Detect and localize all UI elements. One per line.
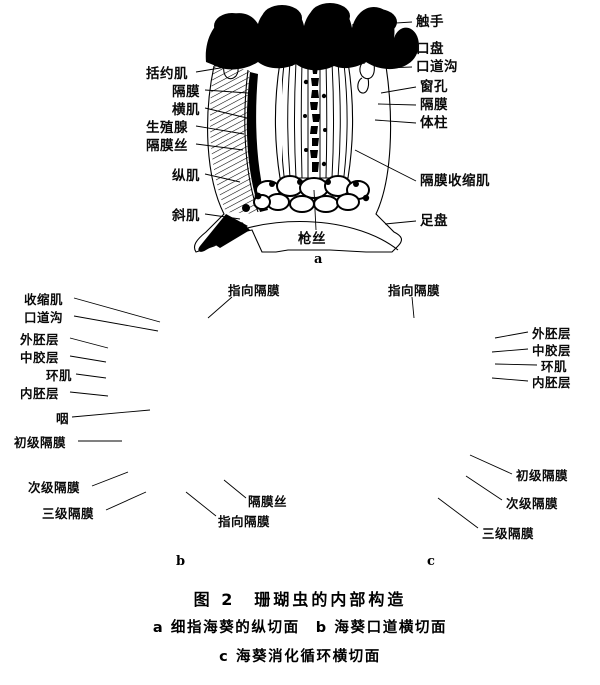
annotation-label: 环肌 (541, 359, 568, 374)
annotation-label: 内胚层 (532, 375, 572, 390)
leader-line (69, 337, 109, 349)
leader-line (465, 475, 503, 501)
annotation-label: 口道沟 (416, 59, 458, 75)
annotation-label: 指向隔膜 (388, 283, 441, 298)
annotation-label: 咽 (56, 411, 70, 426)
annotation-label: 斜肌 (172, 208, 200, 224)
annotation-label: 次级隔膜 (28, 480, 81, 495)
leader-line (195, 63, 245, 73)
panel-c-illustration (411, 296, 538, 529)
panel-b-illustration (69, 296, 247, 517)
leader-line (354, 149, 417, 182)
leader-line (313, 189, 317, 231)
annotation-label: 口道沟 (24, 310, 64, 325)
annotation-label: 口盘 (416, 41, 444, 57)
leader-line (105, 491, 147, 511)
annotation-label: 三级隔膜 (42, 506, 95, 521)
annotation-label: 足盘 (420, 213, 448, 229)
annotation-label: 收缩肌 (24, 292, 64, 307)
annotation-label: 外胚层 (532, 326, 572, 341)
panel-a-illustration (193, 3, 419, 253)
annotation-label: 初级隔膜 (516, 468, 569, 483)
leader-line (437, 497, 479, 529)
annotation-label: 初级隔膜 (14, 435, 67, 450)
leader-line (223, 479, 247, 499)
leader-line (374, 119, 417, 124)
panel-letter-a: a (314, 252, 323, 267)
leader-line (380, 86, 417, 94)
leader-line (71, 409, 151, 418)
annotation-label: 次级隔膜 (506, 496, 559, 511)
annotation-label: 隔膜 (172, 84, 200, 100)
leader-line (195, 125, 245, 135)
leader-line (75, 373, 107, 379)
leader-line (73, 297, 161, 323)
annotation-label: 指向隔膜 (218, 514, 271, 529)
leader-line (73, 315, 159, 332)
annotation-label: 体柱 (420, 115, 448, 131)
leader-line (494, 331, 529, 339)
annotation-label: 指向隔膜 (228, 283, 281, 298)
figure-caption-line-b: c 海葵消化循环横切面 (219, 649, 381, 665)
figure-caption-line-a: a 细指海葵的纵切面 b 海葵口道横切面 (152, 620, 448, 636)
panel-letter-c: c (427, 554, 435, 569)
annotation-label: 三级隔膜 (482, 526, 535, 541)
annotation-label: 环肌 (46, 368, 73, 383)
leader-line (384, 66, 413, 69)
leader-line (411, 296, 415, 319)
annotation-label: 窗孔 (420, 79, 448, 95)
annotation-label: 生殖腺 (146, 120, 188, 136)
leader-line (204, 107, 248, 119)
leader-line (491, 348, 529, 353)
leader-line (377, 103, 417, 106)
annotation-label: 内胚层 (20, 386, 60, 401)
tentacle-crown (205, 3, 419, 71)
leader-line (195, 143, 244, 151)
annotation-label: 横肌 (172, 102, 200, 118)
leader-line (379, 21, 413, 25)
leader-line (491, 377, 529, 382)
annotation-label: 中胶层 (20, 350, 60, 365)
leader-line (204, 213, 241, 220)
annotation-label: 中胶层 (532, 343, 572, 358)
annotation-label: 触手 (416, 14, 444, 30)
annotation-label: 隔膜 (420, 97, 448, 113)
leader-line (204, 173, 241, 183)
annotation-label: 隔膜丝 (248, 494, 288, 509)
leader-line (384, 220, 417, 225)
leader-line (469, 454, 513, 475)
annotation-label: 枪丝 (298, 231, 326, 247)
pharynx-striations (282, 64, 348, 179)
leader-line (204, 89, 249, 94)
annotation-label: 外胚层 (20, 332, 60, 347)
leader-line (69, 391, 109, 397)
annotation-label: 隔膜丝 (146, 138, 188, 154)
leader-line (69, 355, 107, 363)
leader-line (494, 363, 538, 366)
leader-line (207, 296, 233, 319)
leader-line (185, 491, 217, 517)
annotation-label: 括约肌 (146, 66, 188, 82)
panel-letter-b: b (176, 554, 186, 569)
leader-line (91, 471, 129, 487)
annotation-label: 隔膜收缩肌 (420, 173, 490, 189)
figure-caption-title: 图 2 珊瑚虫的内部构造 (193, 590, 407, 609)
annotation-label: 纵肌 (172, 168, 200, 184)
